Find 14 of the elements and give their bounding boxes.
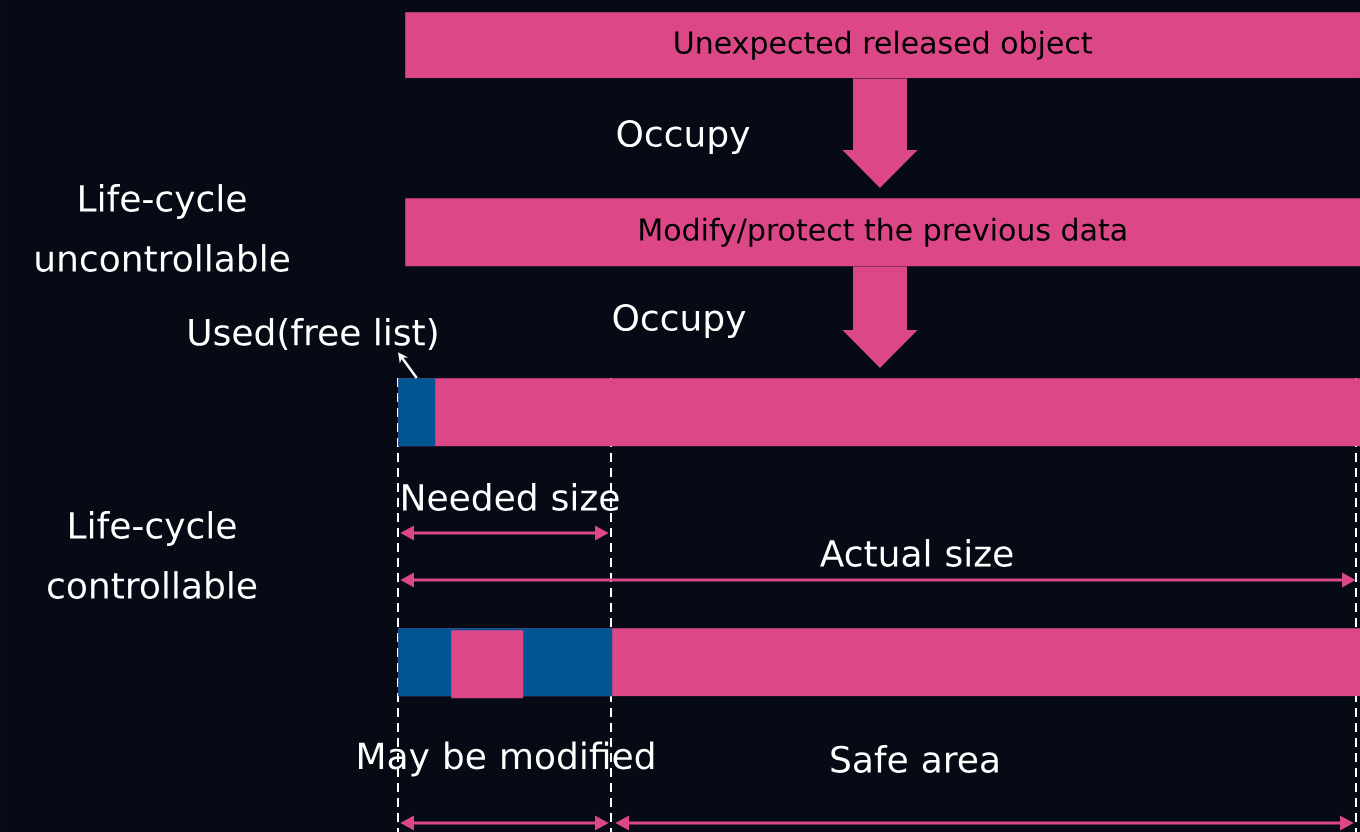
process-bar: Modify/protect the previous data <box>405 198 1360 267</box>
memory-segment <box>398 378 436 447</box>
edge-label: Occupy <box>613 303 746 339</box>
text-label: Safe area <box>831 745 998 773</box>
text-label: May be modified <box>359 741 654 777</box>
text-label: Actual size <box>820 539 1013 567</box>
edge-label: Occupy <box>617 119 750 155</box>
leader-line <box>398 352 418 379</box>
text-label: Life-cycle controllable <box>48 511 257 599</box>
process-bar: Unexpected released object <box>405 12 1360 79</box>
text-label: Used(free list) <box>189 317 437 351</box>
text-label: Life-cycle uncontrollable <box>36 184 289 272</box>
text-label: Needed size <box>403 483 619 511</box>
memory-segment <box>451 630 524 699</box>
